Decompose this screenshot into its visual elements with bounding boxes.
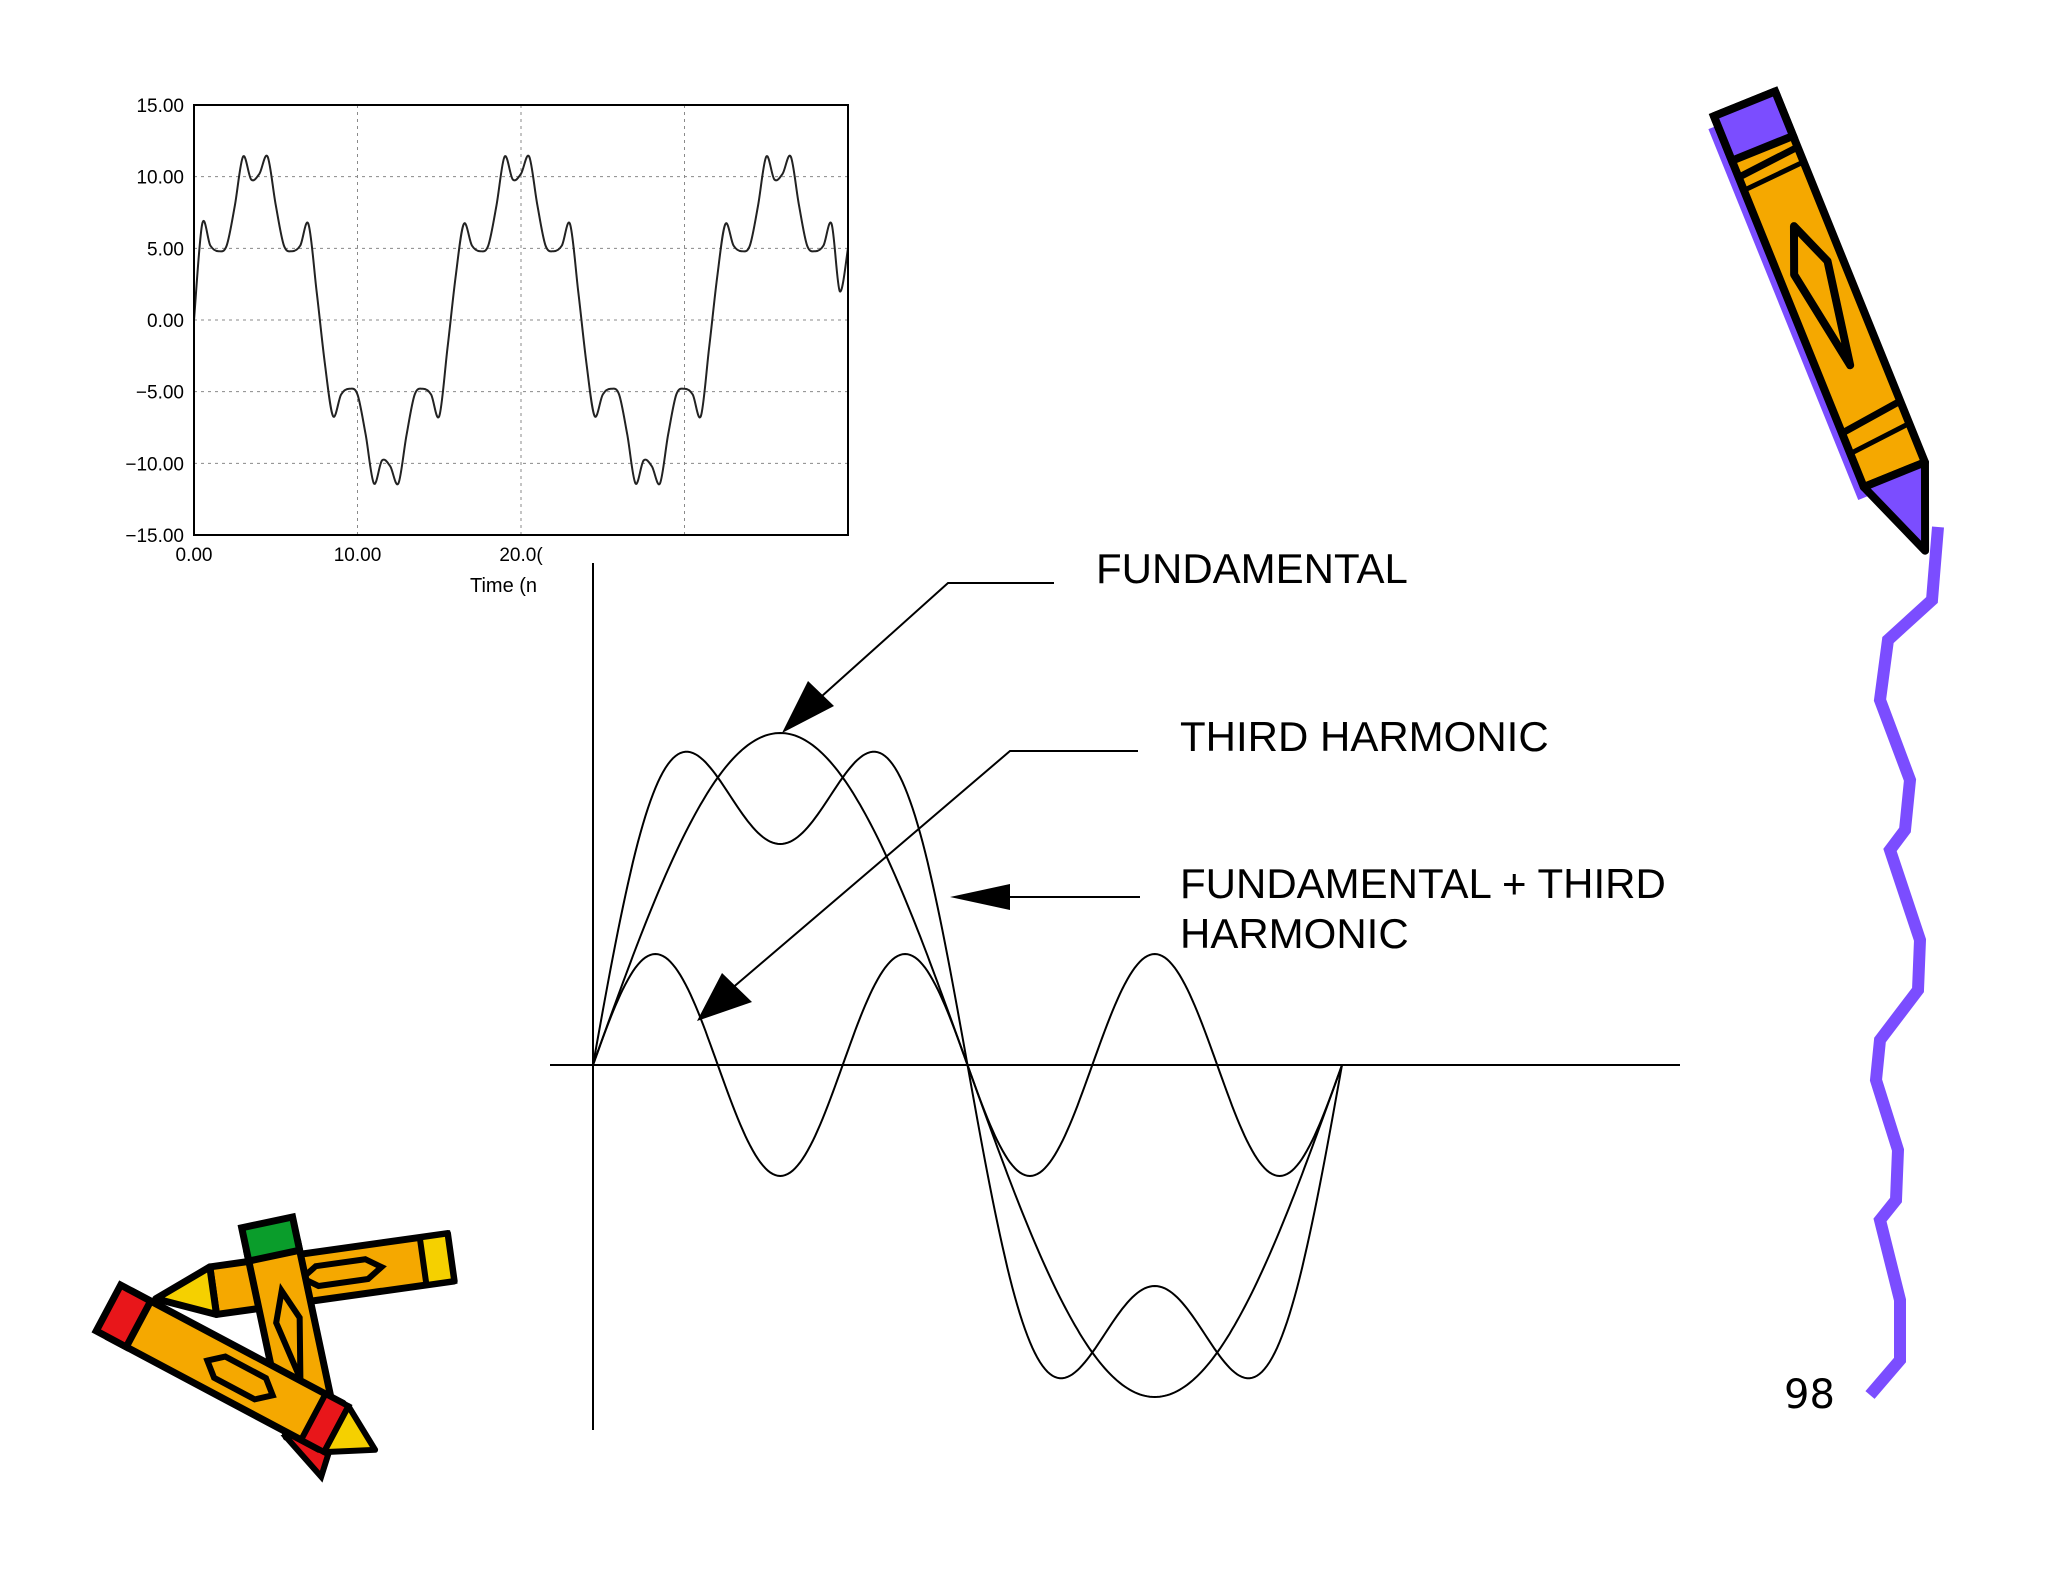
x-tick-label: 0.00 [176,545,213,566]
third-harmonic-leader-arrow [697,750,1138,1021]
y-tick-label: 15.00 [136,96,184,117]
y-tick-label: 0.00 [147,311,184,332]
x-tick-label: 10.00 [334,545,382,566]
label-third-harmonic: THIRD HARMONIC [1180,713,1549,760]
x-axis-label: Time (n [470,575,537,597]
fundamental-leader-arrow [782,582,1054,733]
chart-plot-frame [193,104,849,536]
y-tick-label: −5.00 [136,383,184,404]
chart-grid [194,105,848,535]
fundamental-plus-third-wave [592,750,1343,1380]
label-sum-line1: FUNDAMENTAL + THIRD [1180,860,1666,907]
label-fundamental: FUNDAMENTAL [1096,545,1408,592]
sum-leader-arrow [950,884,1140,910]
x-tick-label: 20.0( [499,545,543,566]
label-sum-line2: HARMONIC [1180,910,1409,957]
y-tick-label: 10.00 [136,168,184,189]
y-tick-labels: 15.00 10.00 5.00 0.00 −5.00 −10.00 −15.00 [125,96,184,547]
page-number: 98 [1784,1372,1835,1418]
y-tick-label: −15.00 [125,526,184,547]
y-tick-label: −10.00 [125,454,184,475]
y-tick-label: 5.00 [147,239,184,260]
x-tick-labels: 0.00 10.00 20.0( [176,545,544,566]
chart-series-line [193,154,849,486]
